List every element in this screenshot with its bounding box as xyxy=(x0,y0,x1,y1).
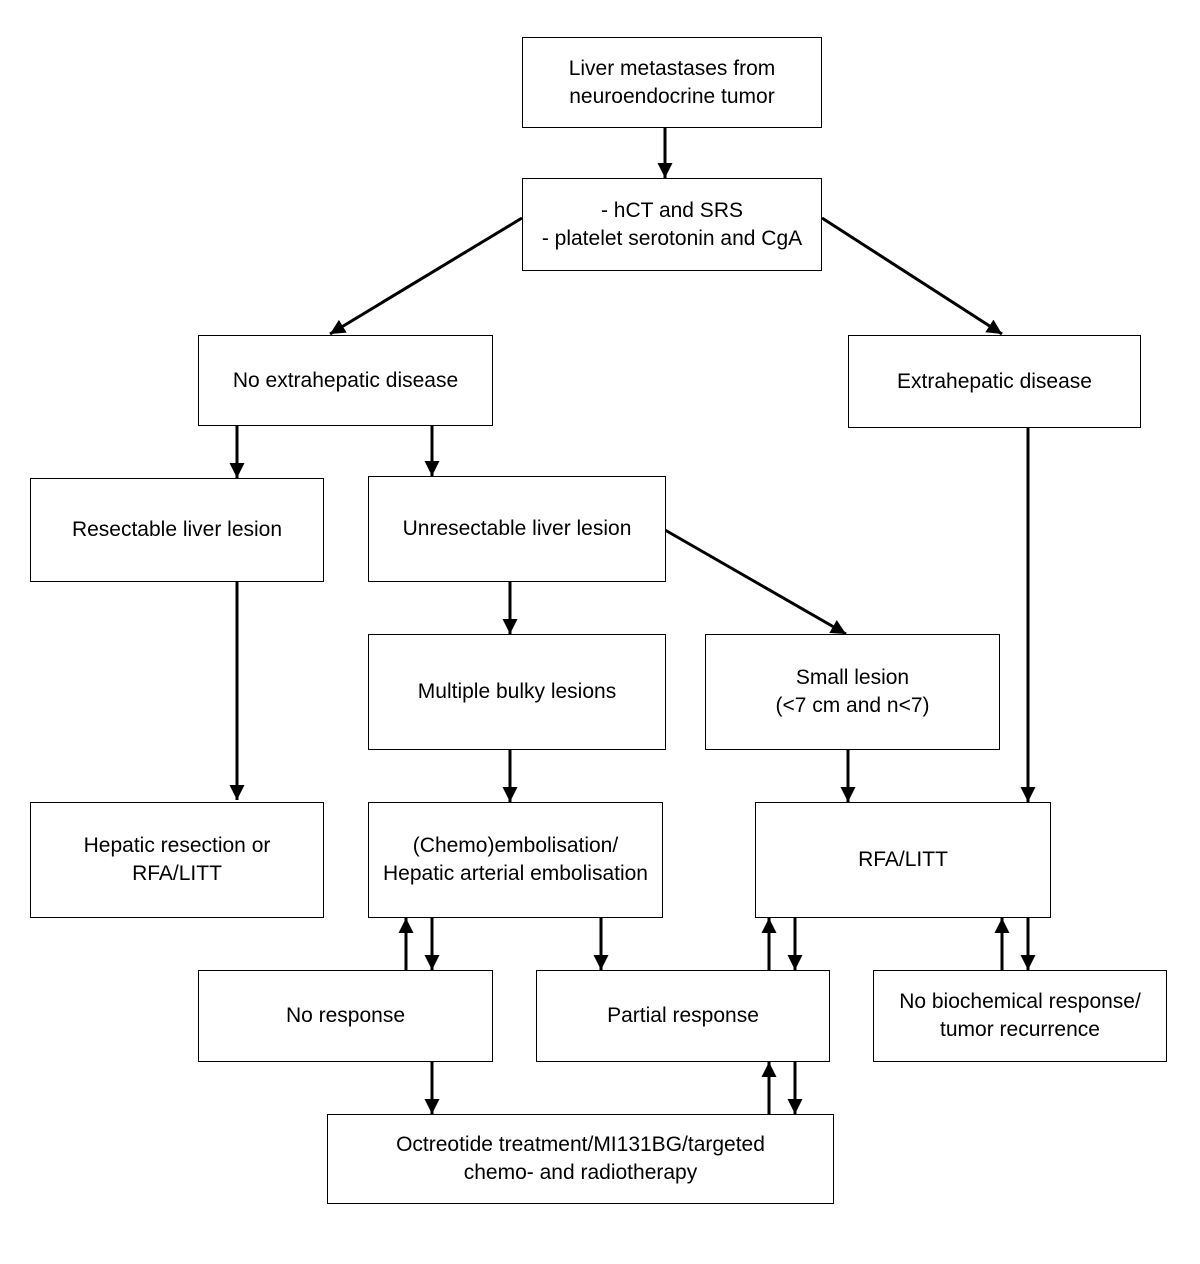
node-unresectable-liver-lesion: Unresectable liver lesion xyxy=(368,476,666,582)
node-diagnostics: - hCT and SRS - platelet serotonin and C… xyxy=(522,178,822,271)
node-octreotide-treatment: Octreotide treatment/MI131BG/targeted ch… xyxy=(327,1114,834,1204)
node-no-response: No response xyxy=(198,970,493,1062)
node-extrahepatic-disease: Extrahepatic disease xyxy=(848,335,1141,428)
node-multiple-bulky-lesions: Multiple bulky lesions xyxy=(368,634,666,750)
node-hepatic-resection: Hepatic resection or RFA/LITT xyxy=(30,802,324,918)
arrow-diagnostics-to-no-extrahepatic xyxy=(329,216,523,336)
arrow-unresectable-to-small-lesion xyxy=(664,528,847,636)
node-resectable-liver-lesion: Resectable liver lesion xyxy=(30,478,324,582)
node-no-extrahepatic-disease: No extrahepatic disease xyxy=(198,335,493,426)
node-liver-metastases: Liver metastases from neuroendocrine tum… xyxy=(522,37,822,128)
node-rfa-litt: RFA/LITT xyxy=(755,802,1051,918)
node-no-biochemical-response: No biochemical response/ tumor recurrenc… xyxy=(873,970,1167,1062)
arrow-diagnostics-to-extrahepatic xyxy=(821,216,1003,336)
node-chemoembolisation: (Chemo)embolisation/ Hepatic arterial em… xyxy=(368,802,663,918)
node-small-lesion: Small lesion (<7 cm and n<7) xyxy=(705,634,1000,750)
node-partial-response: Partial response xyxy=(536,970,830,1062)
